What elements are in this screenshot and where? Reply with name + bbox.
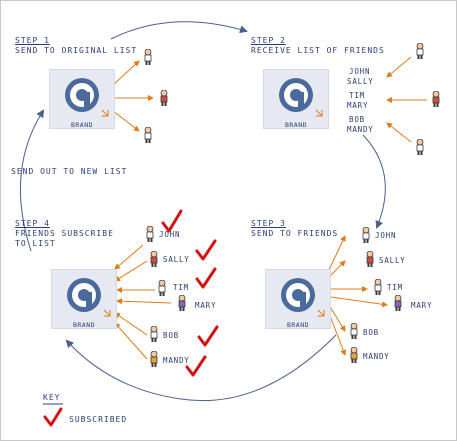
person-icon xyxy=(374,279,382,295)
step2-name-mary: MARY xyxy=(347,101,369,110)
step3-name-bob: BOB xyxy=(363,328,379,337)
step3-name-mandy: MANDY xyxy=(363,352,390,361)
check-icon xyxy=(195,239,217,261)
person-icon xyxy=(394,295,402,311)
step2-name-tim: TIM xyxy=(349,91,365,100)
send-out-label: SEND OUT TO NEW LIST xyxy=(11,167,128,176)
step4-name-mary: MARY xyxy=(195,301,217,310)
brand-logo-icon xyxy=(67,278,111,317)
brand-label: BRAND xyxy=(70,121,94,129)
key-title: KEY xyxy=(43,393,61,402)
step3-name-sally: SALLY xyxy=(379,256,406,265)
step3-name-mary: MARY xyxy=(411,301,433,310)
step4-desc-line1: FRIENDS SUBSCRIBE xyxy=(15,229,114,238)
step2-desc: RECEIVE LIST OF FRIENDS xyxy=(251,46,385,55)
step1-title: STEP 1 xyxy=(15,36,50,45)
step4-name-bob: BOB xyxy=(163,331,179,340)
person-icon xyxy=(150,351,158,367)
cycle-arrow-top xyxy=(110,21,248,40)
brand-logo-icon xyxy=(279,78,323,117)
person-icon xyxy=(416,139,424,155)
brand-box-step4: BRAND xyxy=(51,269,117,329)
step3-name-john: JOHN xyxy=(375,231,397,240)
person-icon xyxy=(362,227,370,243)
step3-desc: SEND TO FRIENDS xyxy=(251,229,339,238)
step2-name-mandy: MANDY xyxy=(347,125,374,134)
brand-box-step3: BRAND xyxy=(265,269,331,329)
step3-title: STEP 3 xyxy=(251,219,286,228)
person-icon xyxy=(350,347,358,363)
cycle-arrow-left xyxy=(19,109,45,252)
check-icon xyxy=(185,355,207,377)
brand-logo-icon xyxy=(65,78,109,117)
person-icon xyxy=(178,295,186,311)
step4-name-john: JOHN xyxy=(159,230,181,239)
person-icon xyxy=(432,91,440,107)
cycle-arrow-bottom xyxy=(65,334,337,402)
person-icon xyxy=(146,226,154,242)
cycle-arrow-right xyxy=(362,134,386,229)
step3-name-tim: TIM xyxy=(387,283,403,292)
person-icon xyxy=(158,280,166,296)
check-icon xyxy=(197,325,219,347)
brand-logo-icon xyxy=(281,278,325,317)
brand-label: BRAND xyxy=(72,321,96,329)
step2-name-sally: SALLY xyxy=(347,77,374,86)
step4-name-sally: SALLY xyxy=(163,255,190,264)
brand-label: BRAND xyxy=(286,321,310,329)
step2-name-bob: BOB xyxy=(349,115,365,124)
person-icon xyxy=(350,323,358,339)
step1-desc: SEND TO ORIGINAL LIST xyxy=(15,46,138,55)
step4-name-mandy: MANDY xyxy=(163,356,190,365)
step4-desc-line2: TO LIST xyxy=(15,239,56,248)
step4-name-tim: TIM xyxy=(173,283,189,292)
brand-label: BRAND xyxy=(284,121,308,129)
key-subscribed-label: SUBSCRIBED xyxy=(69,415,128,424)
step2-title: STEP 2 xyxy=(251,36,286,45)
brand-box-step2: BRAND xyxy=(263,69,329,129)
person-icon xyxy=(160,90,168,106)
check-icon xyxy=(161,209,183,233)
key-check-icon xyxy=(43,407,63,427)
check-icon xyxy=(195,267,217,289)
step2-name-john: JOHN xyxy=(349,67,371,76)
person-icon xyxy=(150,251,158,267)
brand-box-step1: BRAND xyxy=(49,69,115,129)
person-icon xyxy=(144,49,152,65)
person-icon xyxy=(144,127,152,143)
person-icon xyxy=(416,43,424,59)
person-icon xyxy=(366,251,374,267)
person-icon xyxy=(150,326,158,342)
step4-title: STEP 4 xyxy=(15,219,50,228)
